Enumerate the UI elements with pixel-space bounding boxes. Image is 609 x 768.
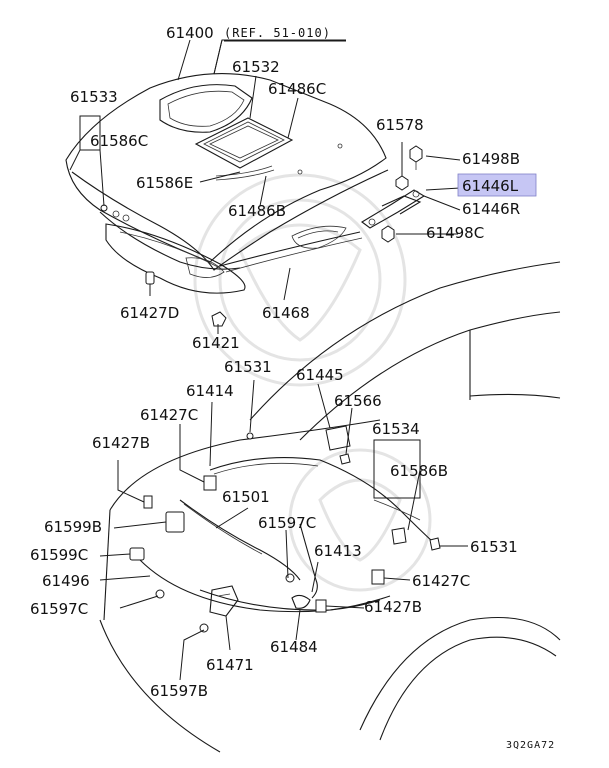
label-61427D[interactable]: 61427D bbox=[120, 304, 179, 322]
label-61486C[interactable]: 61486C bbox=[268, 80, 326, 98]
part-labels: (REF. 51-010) 61400 61532 61486C 61533 6… bbox=[30, 24, 555, 751]
label-61414[interactable]: 61414 bbox=[186, 382, 234, 400]
label-61468[interactable]: 61468 bbox=[262, 304, 310, 322]
label-61446L[interactable]: 61446L bbox=[462, 177, 519, 195]
label-61413[interactable]: 61413 bbox=[314, 542, 362, 560]
label-61427C-right[interactable]: 61427C bbox=[412, 572, 470, 590]
label-61531-top[interactable]: 61531 bbox=[224, 358, 272, 376]
vehicle-body bbox=[99, 261, 561, 753]
label-61400[interactable]: 61400 bbox=[166, 24, 214, 42]
label-61534[interactable]: 61534 bbox=[372, 420, 420, 438]
label-61486B[interactable]: 61486B bbox=[228, 202, 286, 220]
label-61498C[interactable]: 61498C bbox=[426, 224, 484, 242]
label-61484[interactable]: 61484 bbox=[270, 638, 318, 656]
label-61445[interactable]: 61445 bbox=[296, 366, 344, 384]
label-61599B[interactable]: 61599B bbox=[44, 518, 102, 536]
label-61531-right[interactable]: 61531 bbox=[470, 538, 518, 556]
reference-note: (REF. 51-010) bbox=[224, 26, 331, 40]
label-61427B-left[interactable]: 61427B bbox=[92, 434, 150, 452]
label-61427B-right[interactable]: 61427B bbox=[364, 598, 422, 616]
label-61533[interactable]: 61533 bbox=[70, 88, 118, 106]
label-61597C-left[interactable]: 61597C bbox=[30, 600, 88, 618]
label-61586B[interactable]: 61586B bbox=[390, 462, 448, 480]
label-61421[interactable]: 61421 bbox=[192, 334, 240, 352]
label-61599C[interactable]: 61599C bbox=[30, 546, 88, 564]
hood-small-parts bbox=[100, 204, 227, 327]
label-61532[interactable]: 61532 bbox=[232, 58, 280, 76]
hood-panel bbox=[65, 73, 389, 294]
label-61498B[interactable]: 61498B bbox=[462, 150, 520, 168]
label-61586C[interactable]: 61586C bbox=[90, 132, 148, 150]
label-61496[interactable]: 61496 bbox=[42, 572, 90, 590]
label-61597C-mid[interactable]: 61597C bbox=[258, 514, 316, 532]
hood-hinge bbox=[361, 145, 426, 243]
label-61446R[interactable]: 61446R bbox=[462, 200, 520, 218]
diagram-code: 3Q2GA72 bbox=[506, 740, 555, 751]
highlight-61446L bbox=[458, 174, 536, 196]
leader-lines bbox=[69, 39, 468, 681]
label-61501[interactable]: 61501 bbox=[222, 488, 270, 506]
label-61471[interactable]: 61471 bbox=[206, 656, 254, 674]
label-61427C-left[interactable]: 61427C bbox=[140, 406, 198, 424]
label-61597B[interactable]: 61597B bbox=[150, 682, 208, 700]
watermark-emblem bbox=[193, 173, 432, 592]
label-61586E[interactable]: 61586E bbox=[136, 174, 193, 192]
label-61578[interactable]: 61578 bbox=[376, 116, 424, 134]
label-61566[interactable]: 61566 bbox=[334, 392, 382, 410]
highlight-border bbox=[457, 173, 537, 197]
